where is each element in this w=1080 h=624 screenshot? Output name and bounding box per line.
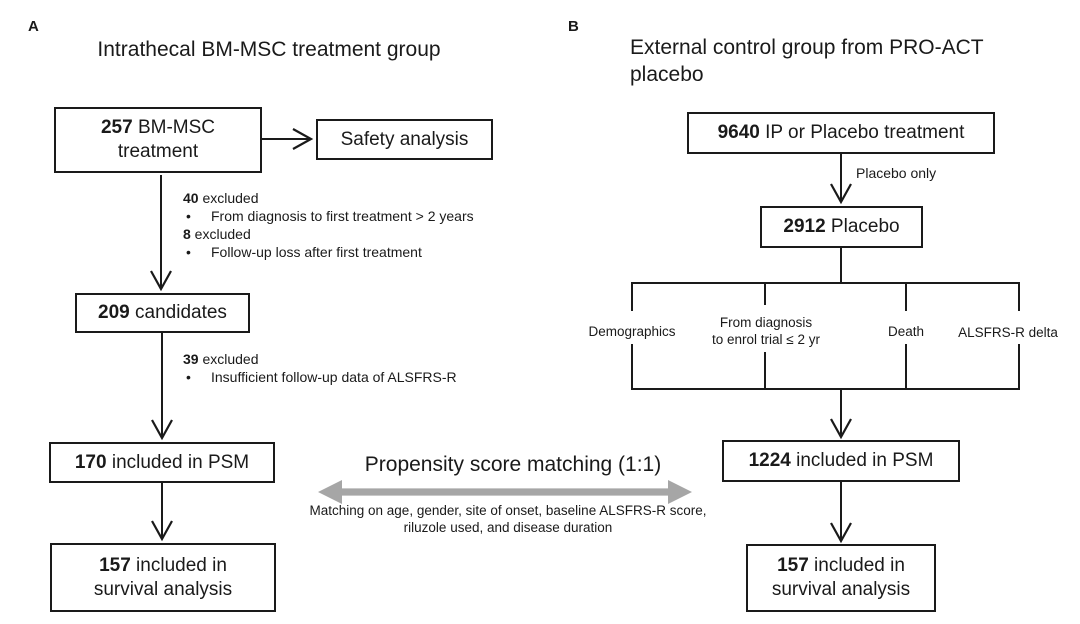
panel-b-title-line1: External control group from PRO-ACT: [630, 36, 984, 59]
panel-b-label: B: [568, 18, 579, 35]
criterion-diagnosis-to-enrol: From diagnosis to enrol trial ≤ 2 yr: [696, 314, 836, 348]
criterion-diagnosis-line2: to enrol trial ≤ 2 yr: [712, 332, 820, 347]
box-candidates-label: 209 candidates: [98, 302, 227, 323]
psm-matching-title: Propensity score matching (1:1): [364, 453, 662, 476]
box-safety-analysis: Safety analysis: [316, 119, 493, 160]
psm-double-arrow: [318, 480, 692, 504]
box-ip-placebo-label: 9640 IP or Placebo treatment: [717, 122, 965, 143]
bullet-icon: •: [186, 244, 191, 260]
box-psm-a-label: 170 included in PSM: [74, 451, 250, 473]
panel-b-title-line2: placebo: [630, 63, 704, 86]
excluded-40-line: 40 excluded: [183, 190, 259, 206]
box-placebo: 2912 Placebo: [760, 206, 923, 248]
box-ip-placebo: 9640 IP or Placebo treatment: [687, 112, 995, 154]
excluded-39-reason: •Insufficient follow-up data of ALSFRS-R: [183, 368, 503, 386]
box-bmmsc-treatment: 257 BM-MSC treatment: [54, 107, 262, 173]
box-bmmsc-treatment-line2: treatment: [117, 141, 199, 162]
bullet-icon: •: [186, 369, 191, 385]
box-survival-a-line2: survival analysis: [93, 578, 233, 600]
criterion-death: Death: [887, 324, 925, 339]
psm-matching-note: Matching on age, gender, site of onset, …: [270, 502, 746, 536]
excluded-8-reason: •Follow-up loss after first treatment: [183, 243, 503, 261]
excluded-40-reason: •From diagnosis to first treatment > 2 y…: [183, 207, 503, 225]
excluded-39-line: 39 excluded: [183, 351, 259, 367]
exclusion-note-1: 40 excluded •From diagnosis to first tre…: [183, 189, 503, 261]
box-bmmsc-treatment-line1: 257 BM-MSC: [100, 117, 216, 138]
box-survival-b-line1: 157 included in: [777, 555, 905, 576]
box-safety-analysis-label: Safety analysis: [340, 128, 469, 150]
box-candidates: 209 candidates: [75, 293, 250, 333]
box-survival-a: 157 included in survival analysis: [50, 543, 276, 612]
panel-a-title: Intrathecal BM-MSC treatment group: [97, 38, 441, 61]
excluded-8-line: 8 excluded: [183, 226, 251, 242]
psm-matching-note-line2: riluzole used, and disease duration: [403, 520, 613, 535]
criterion-diagnosis-line1: From diagnosis: [719, 315, 813, 330]
criteria-bracket-top: [631, 282, 1020, 311]
panel-a-label: A: [28, 18, 39, 35]
criterion-demographics: Demographics: [588, 324, 676, 339]
criterion-alsfrs-delta: ALSFRS-R delta: [958, 325, 1058, 340]
psm-matching-note-line1: Matching on age, gender, site of onset, …: [309, 503, 707, 518]
box-placebo-label: 2912 Placebo: [783, 216, 900, 237]
box-survival-b: 157 included in survival analysis: [746, 544, 936, 612]
panel-b-title: External control group from PRO-ACT plac…: [630, 34, 1060, 88]
box-survival-b-line2: survival analysis: [771, 579, 911, 600]
box-psm-b-label: 1224 included in PSM: [748, 450, 934, 471]
placebo-only-label: Placebo only: [856, 165, 937, 181]
box-psm-a: 170 included in PSM: [49, 442, 275, 483]
bullet-icon: •: [186, 208, 191, 224]
criteria-bracket-bottom: [631, 344, 1020, 390]
box-survival-a-line1: 157 included in: [99, 554, 227, 576]
box-psm-b: 1224 included in PSM: [722, 440, 960, 482]
exclusion-note-2: 39 excluded •Insufficient follow-up data…: [183, 350, 503, 386]
